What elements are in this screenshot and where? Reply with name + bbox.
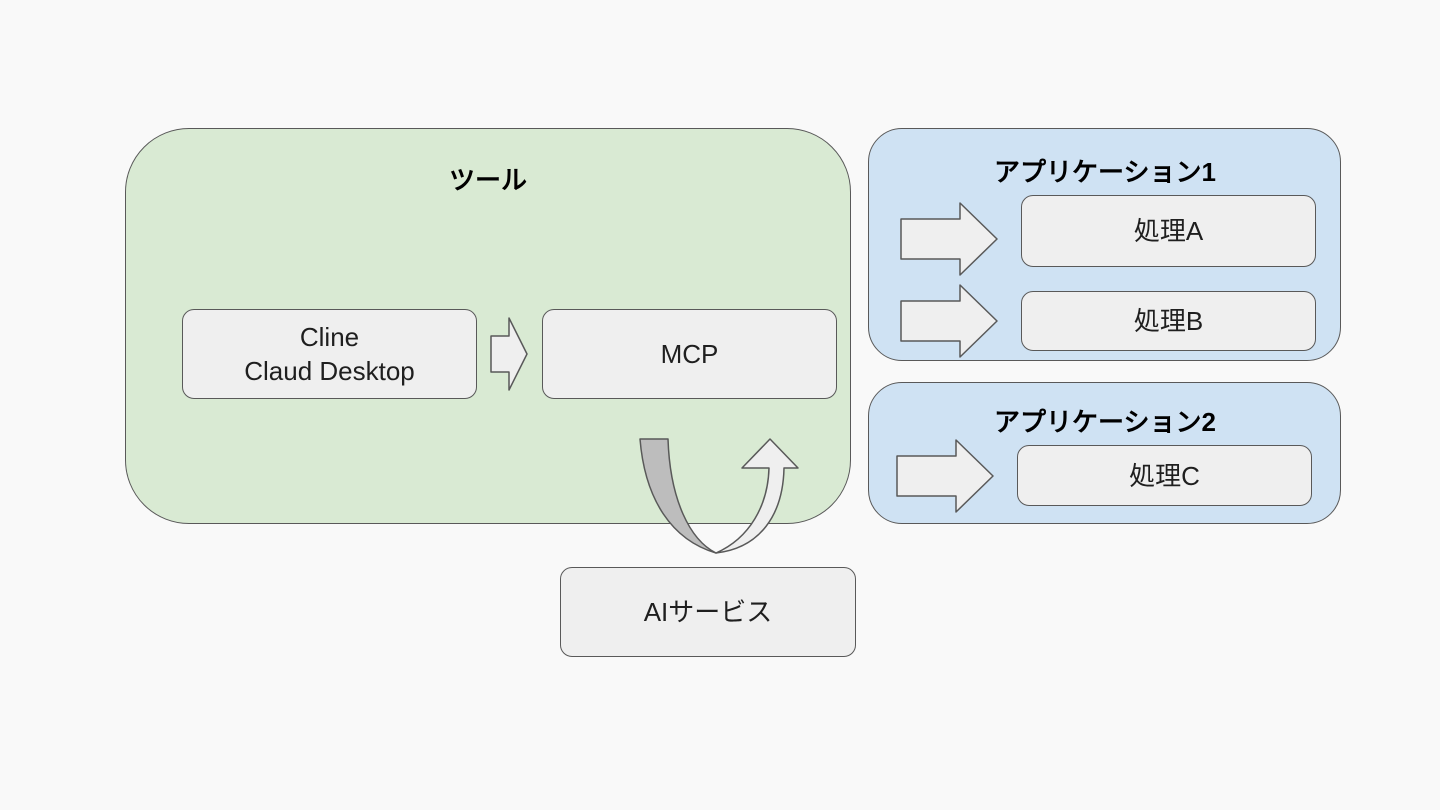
process-a-box: 処理A	[1021, 195, 1316, 267]
process-b-label: 処理B	[1133, 306, 1204, 336]
client-box: Cline Claud Desktop	[182, 309, 477, 399]
client-box-line-1: Cline	[299, 322, 360, 352]
ai-service-label: AIサービス	[643, 597, 773, 627]
process-a-label: 処理A	[1133, 216, 1204, 246]
process-c-box: 処理C	[1017, 445, 1312, 506]
application-2-title: アプリケーション2	[994, 407, 1216, 437]
client-box-line-2: Claud Desktop	[244, 356, 415, 386]
process-c-label: 処理C	[1129, 460, 1200, 491]
tool-group-title: ツール	[448, 165, 527, 195]
mcp-box: MCP	[542, 309, 837, 399]
ai-service-box: AIサービス	[560, 567, 856, 657]
mcp-box-label: MCP	[660, 339, 719, 369]
application-1-title: アプリケーション1	[994, 157, 1216, 187]
process-b-box: 処理B	[1021, 291, 1316, 351]
